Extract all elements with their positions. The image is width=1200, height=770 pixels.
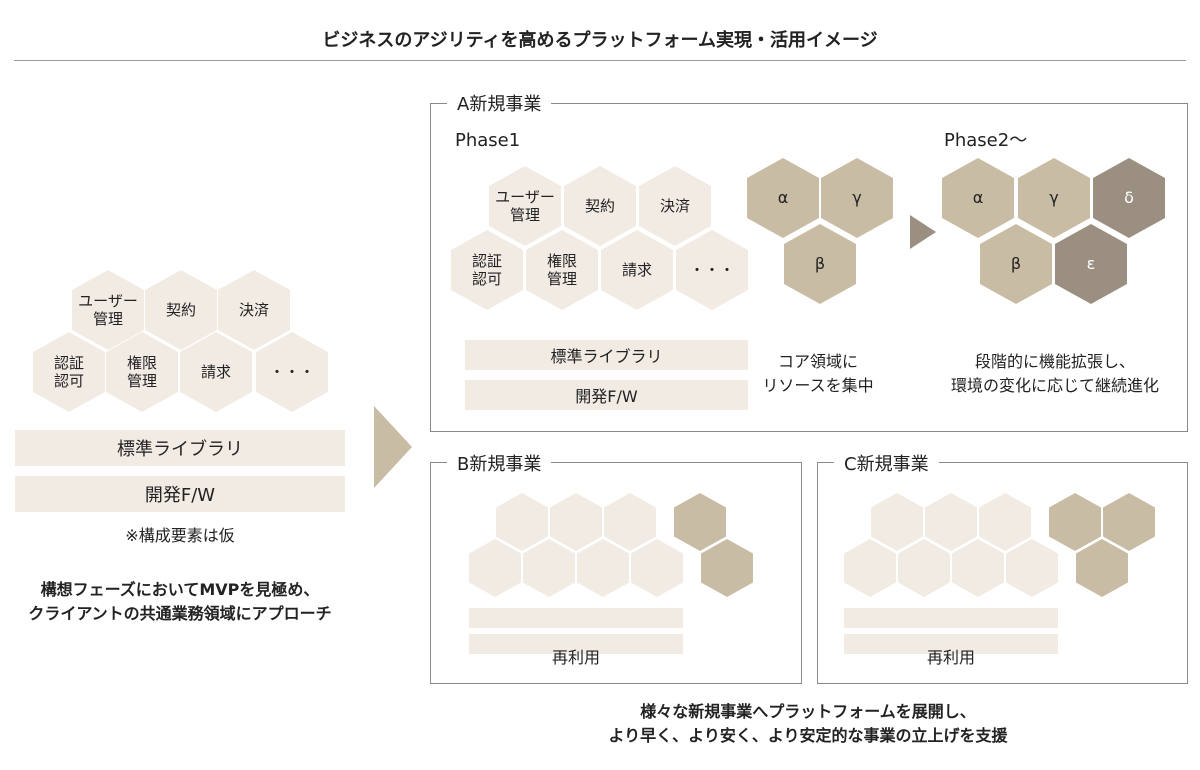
b-module-hex — [550, 493, 602, 551]
c-module-hex — [952, 539, 1004, 597]
phase2-note-line2: 環境の変化に応じて継続進化 — [950, 376, 1159, 395]
phase2-note-line1: 段階的に機能拡張し、 — [974, 352, 1135, 371]
b-framework-bar — [469, 634, 683, 654]
b-business-label: B新規事業 — [447, 450, 552, 476]
module-more: ・・・ — [256, 332, 328, 412]
module-authentication: 認証 認可 — [33, 332, 105, 412]
module-billing: 請求 — [180, 332, 252, 412]
module-permission: 権限 管理 — [106, 332, 178, 412]
b-reuse-label: 再利用 — [551, 648, 600, 667]
c-framework-bar — [844, 634, 1058, 654]
c-module-hex — [898, 539, 950, 597]
module-contract: 契約 — [145, 270, 217, 350]
c-business-box — [817, 462, 1188, 684]
bottom-caption-line1: 様々な新規事業へプラットフォームを展開し、 — [640, 702, 976, 721]
left-dev-framework-bar: 開発F/W — [15, 476, 345, 512]
a-standard-library-bar: 標準ライブラリ — [465, 340, 748, 370]
b-module-hex — [523, 539, 575, 597]
phase1-note-line2: リソースを集中 — [762, 376, 874, 395]
page-title: ビジネスのアジリティを高めるプラットフォーム実現・活用イメージ — [322, 30, 878, 51]
b-core-hex — [701, 539, 753, 597]
c-reuse-label: 再利用 — [926, 648, 975, 667]
big-arrow-icon — [374, 406, 412, 488]
phase2-label: Phase2～ — [944, 130, 1028, 151]
a-business-label: A新規事業 — [447, 90, 552, 116]
c-library-bar — [844, 608, 1058, 628]
b-module-hex — [604, 493, 656, 551]
c-module-hex — [925, 493, 977, 551]
b-core-hex — [674, 493, 726, 551]
c-module-hex — [979, 493, 1031, 551]
c-business-label: C新規事業 — [834, 450, 939, 476]
b-module-hex — [469, 539, 521, 597]
title-divider — [14, 60, 1186, 61]
module-payment: 決済 — [218, 270, 290, 350]
phase1-label: Phase1 — [455, 130, 521, 151]
a-business-box — [430, 103, 1188, 432]
left-standard-library-bar: 標準ライブラリ — [15, 430, 345, 466]
phase-arrow-icon — [910, 215, 936, 249]
a-dev-framework-bar: 開発F/W — [465, 380, 748, 410]
left-caption-line2: クライアントの共通業務領域にアプローチ — [28, 604, 332, 623]
b-business-box — [430, 462, 802, 684]
b-module-hex — [631, 539, 683, 597]
left-caption-line1: 構想フェーズにおいてMVPを見極め、 — [40, 580, 320, 599]
phase1-note-line1: コア領域に — [777, 352, 858, 371]
module-user-management: ユーザー 管理 — [72, 270, 144, 350]
b-module-hex — [577, 539, 629, 597]
left-note: ※構成要素は仮 — [125, 526, 235, 545]
b-library-bar — [469, 608, 683, 628]
c-module-hex — [871, 493, 923, 551]
bottom-caption-line2: より早く、より安く、より安定的な事業の立上げを支援 — [608, 726, 1008, 745]
c-module-hex — [844, 539, 896, 597]
